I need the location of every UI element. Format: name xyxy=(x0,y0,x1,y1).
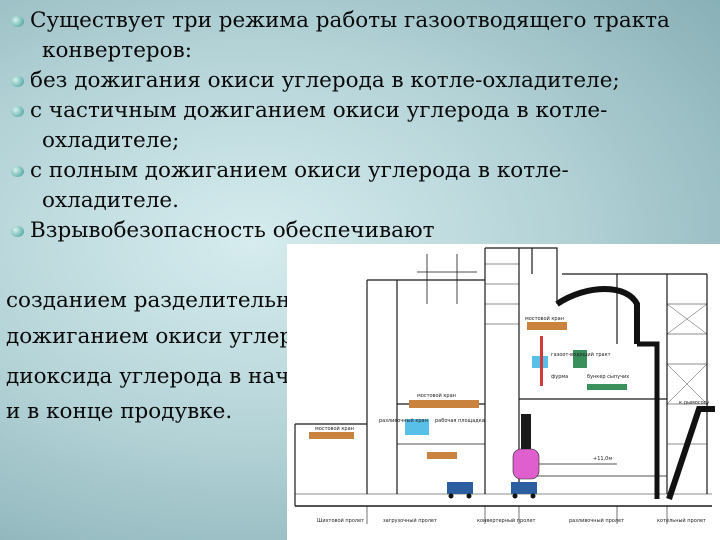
bullet-icon xyxy=(11,76,24,87)
label-lance: фурма xyxy=(551,374,568,380)
building-structure xyxy=(294,247,715,524)
bullet-list: Существует три режима работы газоотводящ… xyxy=(8,6,713,246)
label-span-2: загрузочный пролет xyxy=(383,517,437,524)
bullet-text-continuation: охладителе. xyxy=(42,188,179,213)
bullet-icon xyxy=(11,166,24,177)
label-tilting: разливочный кран xyxy=(379,417,428,424)
label-bunker: бункер сыпучих xyxy=(587,374,629,380)
label-span-1: Шихтовой пролет xyxy=(317,517,364,524)
label-to-stack: к дымососу xyxy=(679,400,709,406)
label-span-5: котельный пролет xyxy=(657,517,706,524)
bullet-item: с полным дожиганием окиси углерода в кот… xyxy=(8,156,713,216)
bullet-item: с частичным дожиганием окиси углерода в … xyxy=(8,96,713,156)
paragraph-line: диоксида углерода в начале xyxy=(6,364,329,389)
label-crane-mid: мостовой кран xyxy=(417,392,456,399)
label-crane-top: мостовой кран xyxy=(525,315,564,322)
bullet-icon xyxy=(11,226,24,237)
diagram-labels: мостовой кран газоот-водящий тракт фурма… xyxy=(315,315,709,524)
ladle-cars xyxy=(447,482,537,499)
label-span-3: конвертерный пролет xyxy=(477,517,536,524)
bullet-text-continuation: охладителе; xyxy=(42,128,180,153)
bullet-icon xyxy=(11,16,24,27)
label-level: +11,0м xyxy=(593,456,612,462)
bullet-text: с полным дожиганием окиси углерода в кот… xyxy=(30,158,569,183)
lance xyxy=(540,336,543,386)
crane-mid xyxy=(409,400,479,408)
label-crane-left: мостовой кран xyxy=(315,425,354,432)
label-gas-outlet: газоот-водящий тракт xyxy=(551,351,611,358)
crane-top xyxy=(527,322,567,330)
bullet-text: без дожигания окиси углерода в котле-охл… xyxy=(30,68,620,93)
cranes xyxy=(309,322,567,459)
crane-small xyxy=(427,452,457,459)
bunkers xyxy=(573,350,627,390)
bullet-text-continuation: конвертеров: xyxy=(42,38,192,63)
label-span-4: разливочный пролет xyxy=(569,517,624,524)
bullet-text: Существует три режима работы газоотводящ… xyxy=(30,8,670,33)
bullet-text: с частичным дожиганием окиси углерода в … xyxy=(30,98,608,123)
bullet-item: без дожигания окиси углерода в котле-охл… xyxy=(8,66,713,96)
bullet-text: Взрывобезопасность обеспечивают xyxy=(30,218,435,243)
bullet-item: Взрывобезопасность обеспечивают xyxy=(8,216,713,246)
bullet-item: Существует три режима работы газоотводящ… xyxy=(8,6,713,66)
bullet-icon xyxy=(11,106,24,117)
crane-left xyxy=(309,432,354,439)
converter-shop-diagram: мостовой кран газоот-водящий тракт фурма… xyxy=(287,244,720,540)
diagram-svg: мостовой кран газоот-водящий тракт фурма… xyxy=(294,247,715,524)
label-work-platform: рабочая площадка xyxy=(435,418,485,424)
paragraph-line: и в конце продувке. xyxy=(6,399,233,424)
converter xyxy=(512,414,540,480)
